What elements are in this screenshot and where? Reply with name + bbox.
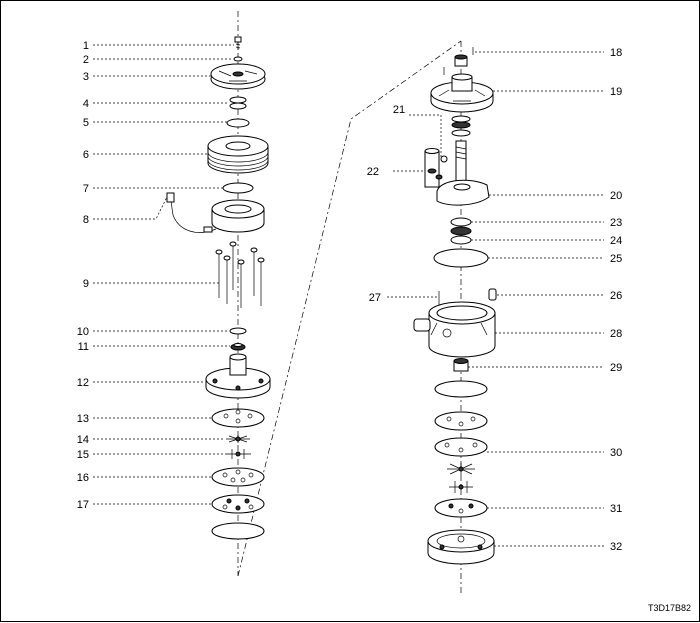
part-9-through-bolts [215, 241, 265, 308]
part-31-valve-plate [434, 498, 488, 518]
callout-8: 8 [83, 214, 89, 226]
right-leaders [387, 51, 604, 547]
left-callouts: 1 2 3 4 5 6 7 8 9 10 11 12 13 14 15 16 1… [77, 40, 89, 511]
part-10-o-ring [229, 327, 247, 335]
callout-15: 15 [77, 449, 89, 461]
part-20-shaft-swash-plate [436, 140, 490, 206]
right-callouts: 18 19 21 22 20 23 24 25 26 27 28 29 30 3… [367, 47, 623, 553]
callout-19: 19 [610, 86, 622, 98]
left-assembly [166, 11, 462, 577]
part-19-rear-head [430, 67, 494, 113]
part-1-bolt [234, 36, 242, 50]
callout-3: 3 [83, 71, 89, 83]
callout-27: 27 [369, 292, 381, 304]
part-22-piston-assembly [424, 148, 448, 188]
part-17-suction-valve [211, 494, 265, 514]
part-11-seal [230, 343, 246, 351]
callout-29: 29 [610, 362, 622, 374]
figure-code: T3D17B82 [648, 603, 691, 613]
callout-13: 13 [77, 413, 89, 425]
callout-6: 6 [83, 149, 89, 161]
part-18-bushing [454, 47, 474, 67]
callout-20: 20 [610, 190, 622, 202]
part-26-pin [488, 288, 497, 301]
part-8-field-coil [166, 192, 265, 233]
callout-10: 10 [77, 326, 89, 338]
part-16-valve-plate [211, 467, 265, 487]
callout-16: 16 [77, 472, 89, 484]
part-23-thrust-washer [450, 217, 472, 227]
callout-11: 11 [78, 341, 89, 353]
callout-18: 18 [610, 47, 622, 59]
callout-7: 7 [83, 183, 89, 195]
callout-30: 30 [610, 447, 622, 459]
callout-32: 32 [610, 541, 622, 553]
callout-5: 5 [83, 117, 89, 129]
callout-4: 4 [83, 98, 89, 110]
part-28-cylinder-block [413, 301, 496, 358]
part-6-pulley [207, 135, 269, 174]
left-bottom-o-ring [211, 522, 265, 540]
callout-28: 28 [610, 328, 622, 340]
part-15-reed-valve [225, 449, 251, 459]
part-2-washer [233, 56, 243, 62]
callout-25: 25 [610, 253, 622, 265]
part-5-snap-ring [226, 118, 250, 128]
part-13-gasket [211, 408, 265, 428]
right-o-ring [434, 380, 488, 398]
part-24-bearing [450, 226, 472, 245]
part-30-valve-set [434, 411, 488, 493]
callout-12: 12 [77, 377, 89, 389]
left-leaders [93, 44, 234, 505]
right-assembly [413, 41, 497, 596]
part-25-o-ring [433, 248, 489, 268]
callout-17: 17 [77, 499, 89, 511]
part-3-clutch-plate [210, 63, 266, 90]
part-32-rear-cover [427, 529, 495, 565]
axis-connector-line [237, 40, 462, 577]
callout-21: 21 [393, 104, 405, 116]
callout-23: 23 [610, 217, 622, 229]
part-29-bushing [453, 358, 469, 372]
callout-24: 24 [610, 235, 622, 247]
callout-22: 22 [367, 166, 379, 178]
part-7-snap-ring [222, 182, 254, 194]
part-thrust-bearing-upper [451, 115, 471, 137]
callout-1: 1 [83, 40, 89, 52]
callout-9: 9 [83, 278, 89, 290]
callout-31: 31 [610, 503, 622, 515]
part-4-shims [229, 96, 247, 110]
part-14-valve-retainer [226, 435, 250, 443]
callout-26: 26 [610, 290, 622, 302]
callout-14: 14 [77, 434, 89, 446]
part-12-front-head [205, 353, 271, 399]
callout-2: 2 [83, 54, 89, 66]
